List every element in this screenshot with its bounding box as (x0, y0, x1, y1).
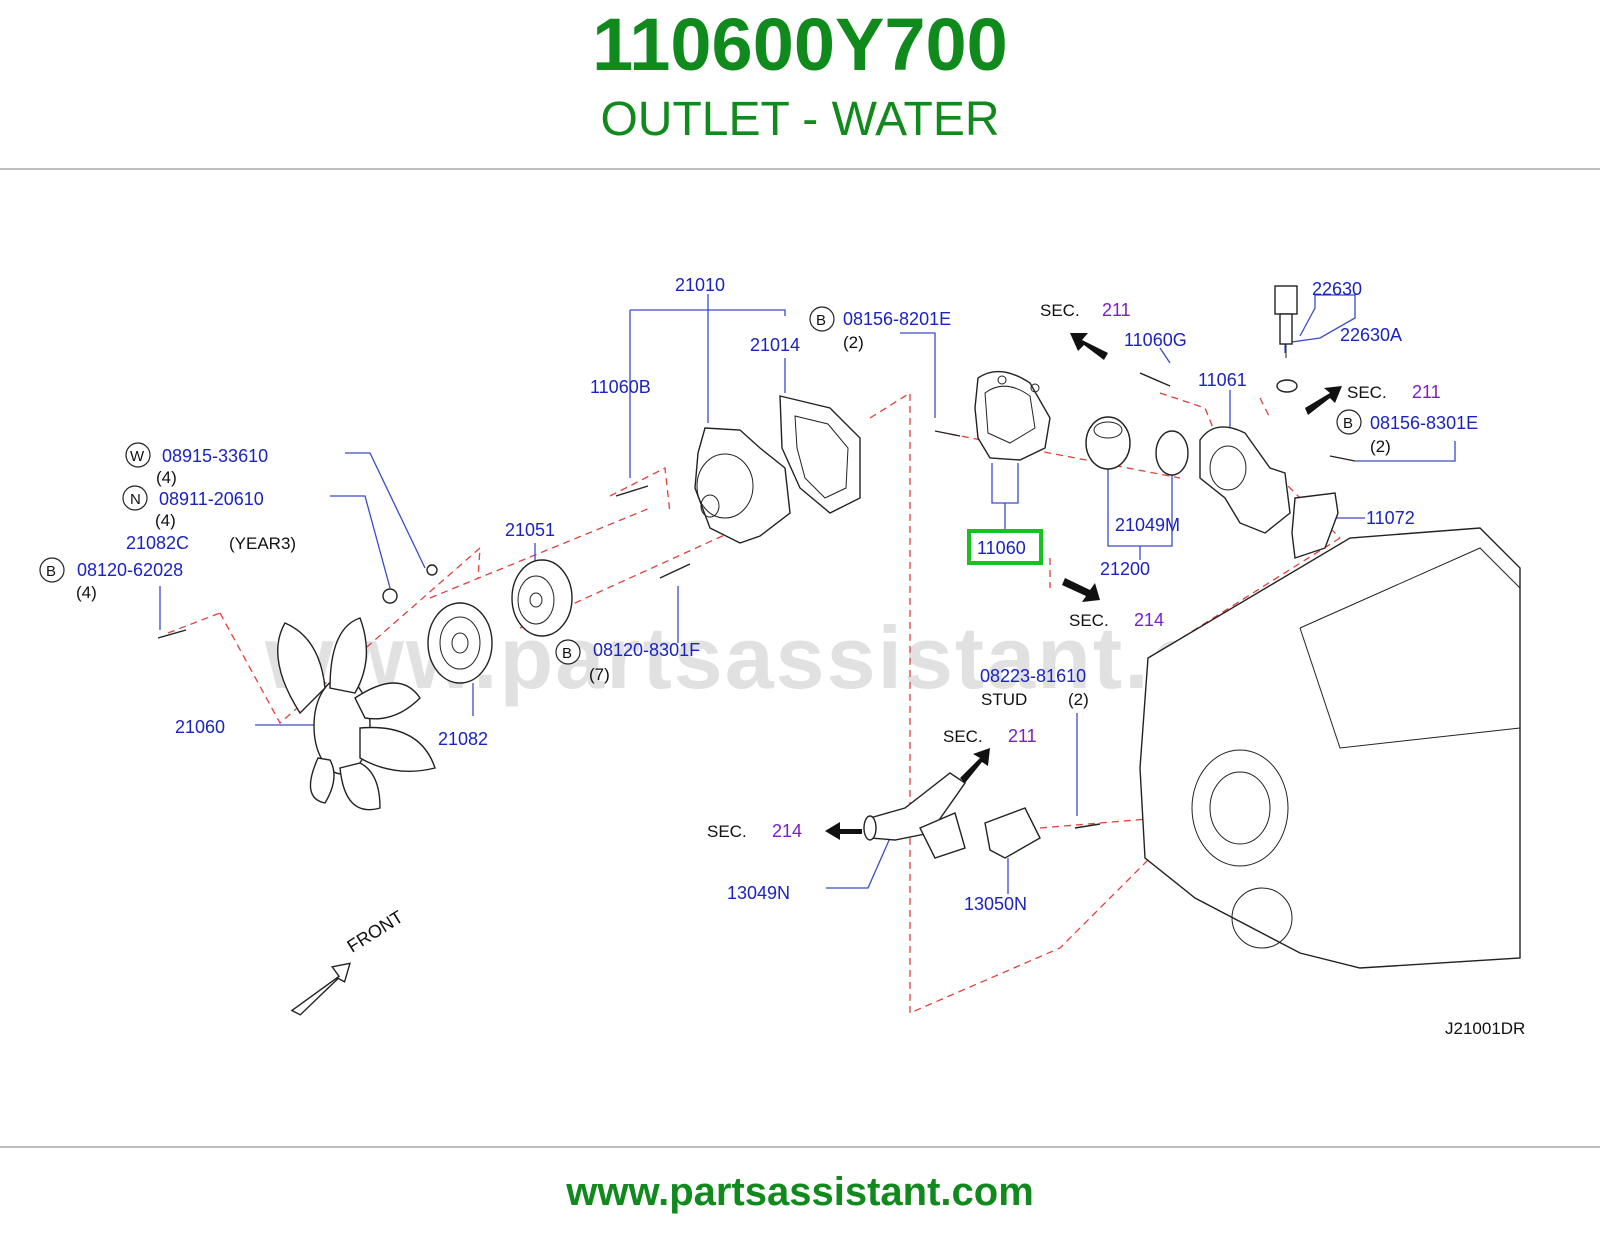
sec-number: 211 (1008, 726, 1037, 746)
callout-11060b: 11060B (590, 377, 651, 397)
water-outlet-11060 (974, 370, 1051, 461)
callout-21014: 21014 (750, 335, 800, 355)
callout-08156-8201e: 08156-8201E (843, 309, 951, 329)
parts-diagram: www.partsassistant.com (39, 275, 1525, 1038)
circle-letter-w: W (130, 448, 145, 465)
callout-21051: 21051 (505, 520, 555, 540)
qty-label: (4) (76, 583, 97, 602)
callout-08223-81610: 08223-81610 (980, 666, 1086, 686)
circle-letter-b: B (1343, 415, 1353, 432)
circle-letter-b: B (562, 645, 572, 662)
qty-label: (7) (589, 665, 610, 684)
callout-11061: 11061 (1198, 370, 1247, 390)
part-description: OUTLET - WATER (600, 93, 1000, 146)
callouts: 21010 21014 11060B 08156-8201E (2) SEC. … (76, 275, 1525, 1038)
leader-lines (159, 294, 1456, 894)
callout-21082c: 21082C (126, 533, 189, 553)
callout-08915-33610: 08915-33610 (162, 446, 268, 466)
circle-letter-n: N (130, 491, 141, 508)
callout-11060-target: 11060 (977, 538, 1026, 558)
callout-08120-62028: 08120-62028 (77, 560, 183, 580)
callout-21010: 21010 (675, 275, 725, 295)
sec-number: 214 (772, 821, 802, 841)
callout-08120-8301f: 08120-8301F (593, 640, 700, 660)
housing-gasket (1291, 492, 1339, 559)
target-part-highlight (967, 529, 1043, 565)
callout-21060: 21060 (175, 717, 225, 737)
callout-21082: 21082 (438, 729, 488, 749)
water-inlet-pipe (863, 772, 966, 859)
temperature-sensor (1274, 285, 1298, 393)
fan-blade (277, 617, 436, 811)
sec-label: SEC. (1040, 301, 1080, 320)
fan-clutch (427, 602, 493, 684)
water-pump (694, 427, 791, 544)
circle-letter-b: B (816, 312, 826, 329)
sec-number: 211 (1412, 382, 1441, 402)
sec-number: 211 (1102, 300, 1131, 320)
sec-label: SEC. (1347, 383, 1387, 402)
part-number-title: 110600Y700 (592, 3, 1008, 86)
inlet-gasket (984, 807, 1041, 859)
callout-21049m: 21049M (1115, 515, 1180, 535)
qty-label: (4) (156, 468, 177, 487)
pump-gasket (779, 395, 861, 514)
bolts (157, 372, 1356, 829)
qty-label: (4) (155, 511, 176, 530)
callout-13049n: 13049N (727, 883, 790, 903)
qty-label: (2) (1068, 690, 1089, 709)
section-arrows (825, 333, 1342, 840)
year-note: (YEAR3) (229, 534, 296, 553)
callout-08156-8301e: 08156-8301E (1370, 413, 1478, 433)
front-label: FRONT (344, 907, 407, 957)
thermostat-housing (1199, 426, 1291, 534)
callout-22630: 22630 (1312, 279, 1362, 299)
thermostat (1085, 416, 1131, 470)
footer-divider (0, 1146, 1600, 1148)
circle-letter-b: B (46, 563, 56, 580)
sec-label: SEC. (707, 822, 747, 841)
circle-markers: B B W N B B (39, 306, 1362, 665)
callout-21200: 21200 (1100, 559, 1150, 579)
sec-label: SEC. (943, 727, 983, 746)
qty-label: (2) (1370, 437, 1391, 456)
callout-22630a: 22630A (1340, 325, 1402, 345)
sec-number: 214 (1134, 610, 1164, 630)
callout-11060g: 11060G (1124, 330, 1187, 350)
front-arrow-icon: FRONT (290, 907, 407, 1016)
callout-13050n: 13050N (964, 894, 1027, 914)
stud-label: STUD (981, 690, 1027, 709)
gasket-ring (1155, 430, 1189, 476)
engine-block (1139, 527, 1521, 969)
pulley (511, 559, 573, 637)
figure-code: J21001DR (1445, 1019, 1525, 1038)
header-divider (0, 168, 1600, 170)
callout-11072: 11072 (1366, 508, 1415, 528)
callout-08911-20610: 08911-20610 (159, 489, 264, 509)
qty-label: (2) (843, 333, 864, 352)
sec-label: SEC. (1069, 611, 1109, 630)
footer-site-link[interactable]: www.partsassistant.com (566, 1170, 1034, 1214)
page-header: 110600Y700 OUTLET - WATER (0, 0, 1600, 168)
